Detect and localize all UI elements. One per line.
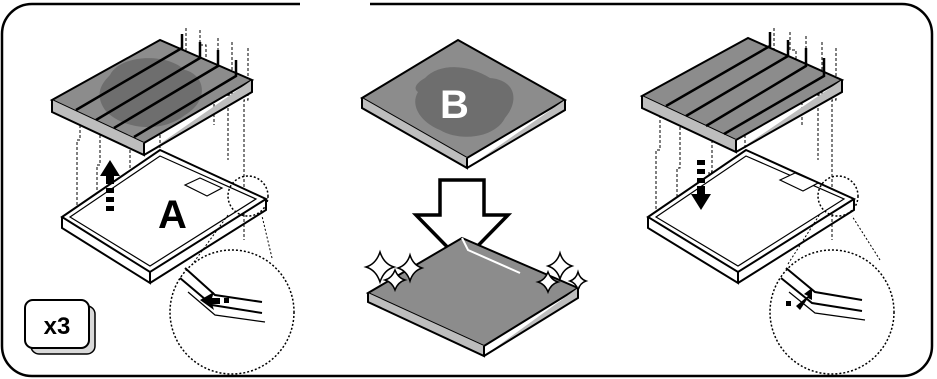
sparkle-icon: [363, 249, 589, 295]
magnifier-circle-icon: [769, 175, 895, 375]
repeat-badge: x3: [24, 299, 96, 355]
down-arrow-icon: [691, 160, 711, 210]
step-reinsert: [639, 28, 895, 375]
repeat-count: x3: [44, 313, 71, 340]
plate-dirty: [360, 38, 568, 170]
clean-filter: [639, 32, 845, 154]
filter-frame-base: [60, 148, 269, 285]
step-remove: A: [49, 28, 295, 375]
filter-frame-base: [646, 148, 857, 285]
plate-clean: [365, 236, 581, 358]
down-arrow-icon: [411, 178, 513, 265]
label-b: B: [440, 83, 469, 127]
magnifier-circle-icon: [169, 175, 295, 375]
step-clean: B: [360, 38, 589, 358]
dirty-filter: [49, 34, 255, 157]
up-arrow-icon: [100, 160, 120, 211]
label-a: A: [158, 193, 187, 237]
